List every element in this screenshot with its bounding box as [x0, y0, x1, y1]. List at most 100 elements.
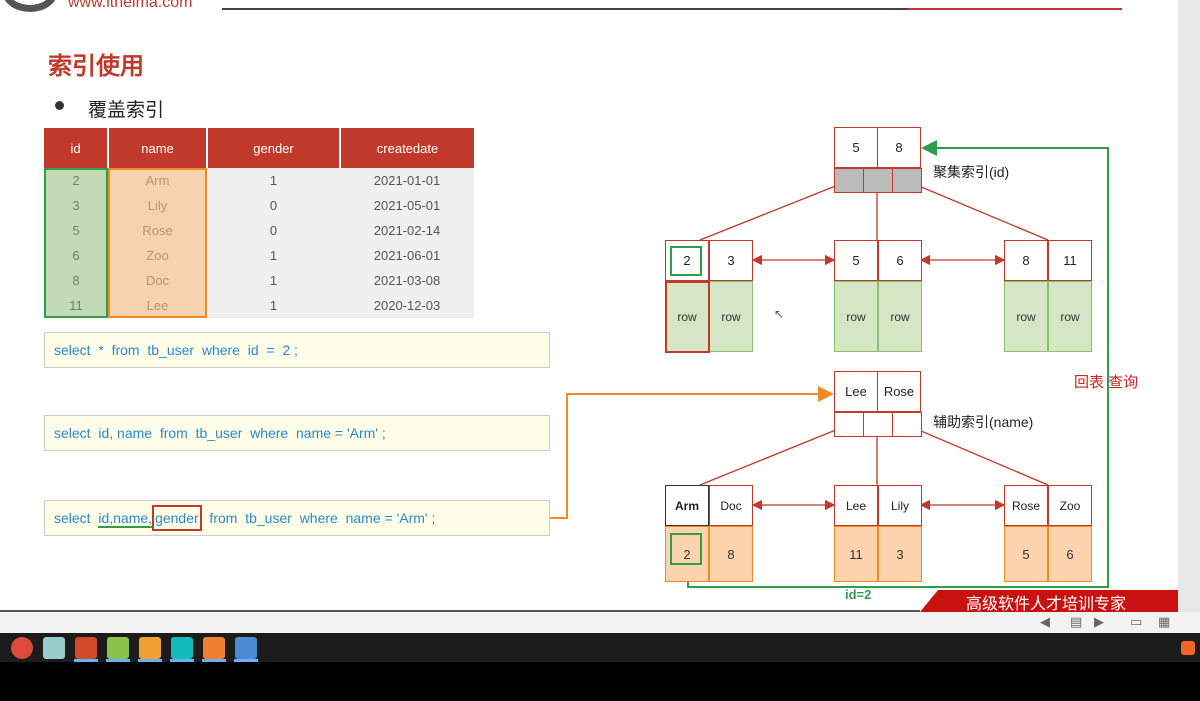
index-key: Lee [834, 371, 878, 412]
leaf-id-value: 3 [878, 526, 922, 582]
leaf-id-value: 5 [1004, 526, 1048, 582]
chrome-icon[interactable] [11, 637, 33, 659]
table-cell: 0 [207, 193, 340, 218]
running-indicator [170, 659, 194, 662]
virtualbox-icon[interactable] [139, 637, 161, 659]
col-header: name [108, 128, 208, 168]
site-url: www.itheima.com [68, 0, 193, 11]
table-cell: 3 [44, 193, 108, 218]
slide: www.itheima.com 索引使用 覆盖索引 id name gender… [0, 0, 1178, 612]
secondary-index-label: 辅助索引(name) [933, 414, 1034, 430]
powerpoint-icon[interactable] [75, 637, 97, 659]
id-eq-label: id=2 [845, 587, 872, 602]
running-indicator [202, 659, 226, 662]
leaf-key: 11 [1048, 240, 1092, 281]
leaf-key: 6 [878, 240, 922, 281]
sql-query-1: select * from tb_user where id = 2 ; [44, 332, 550, 368]
sql-part: from tb_user where name = 'Arm' ; [201, 510, 436, 526]
sql-part: select [54, 510, 99, 526]
sql-uncovered-col: gender [152, 505, 202, 531]
divider-accent [908, 8, 1122, 10]
slide-title: 索引使用 [48, 53, 144, 80]
grid-view-icon[interactable]: ▦ [1158, 614, 1171, 629]
clustered-index-label: 聚集索引(id) [933, 164, 1010, 180]
row-data: row [878, 281, 922, 352]
leaf-key: Doc [709, 485, 753, 526]
row-data: row [709, 281, 753, 352]
taskbar [0, 633, 1200, 662]
sql-query-3: select id,name,gender from tb_user where… [44, 500, 550, 536]
notepad-icon[interactable] [107, 637, 129, 659]
table-cell: 11 [44, 293, 108, 318]
table-cell: 5 [44, 218, 108, 243]
leaf-key: Arm [665, 485, 709, 526]
prev-slide-icon[interactable]: ◀ [1040, 614, 1050, 629]
table-cell: 6 [44, 243, 108, 268]
col-header: id [44, 128, 109, 168]
table-cell: 1 [207, 243, 340, 268]
col-header: gender [207, 128, 341, 168]
table-cell: 2021-01-01 [340, 168, 474, 193]
bullet-text: 覆盖索引 [88, 100, 165, 121]
leaf-key: 3 [709, 240, 753, 281]
scroll-strip [1178, 0, 1200, 612]
leaf-key: 8 [1004, 240, 1048, 281]
index-pointer [863, 412, 893, 437]
ime-icon[interactable] [1181, 641, 1195, 655]
divider [222, 8, 908, 10]
leaf-key: Rose [1004, 485, 1048, 526]
brand-banner: 高级软件人才培训专家 [920, 590, 1178, 612]
index-key: 8 [877, 127, 921, 168]
presentation-status-bar: ◀ ▤ ▶ ▭ ▦ [0, 612, 1200, 633]
leaf-id-value: 6 [1048, 526, 1092, 582]
next-slide-icon[interactable]: ▶ [1094, 614, 1104, 629]
lookup-label: 回表 查询 [1074, 374, 1139, 391]
sublime-icon[interactable] [203, 637, 225, 659]
running-indicator [74, 659, 98, 662]
index-key: Rose [877, 371, 921, 412]
row-highlight [665, 281, 710, 353]
index-key: 5 [834, 127, 878, 168]
leaf-key: Lily [878, 485, 922, 526]
leaf-id-value: 11 [834, 526, 878, 582]
running-indicator [138, 659, 162, 662]
index-pointer [892, 168, 922, 193]
key-highlight [670, 246, 702, 276]
table-cell: 8 [44, 268, 108, 293]
index-pointer [834, 168, 864, 193]
table-cell: 1 [207, 168, 340, 193]
running-indicator [234, 659, 258, 662]
row-data: row [1004, 281, 1048, 352]
normal-view-icon[interactable]: ▭ [1130, 614, 1143, 629]
table-cell: 1 [207, 268, 340, 293]
table-cell: 2021-02-14 [340, 218, 474, 243]
row-data: row [834, 281, 878, 352]
sql-covered-cols: id,name, [98, 510, 153, 528]
name-column-highlight [108, 168, 207, 318]
row-data: row [1048, 281, 1092, 352]
tree-connectors [550, 140, 1109, 588]
index-pointer [834, 412, 864, 437]
notes-icon[interactable]: ▤ [1070, 614, 1083, 629]
col-header: createdate [340, 128, 474, 168]
sql-query-2: select id, name from tb_user where name … [44, 415, 550, 451]
paint-icon[interactable] [43, 637, 65, 659]
table-cell: 2 [44, 168, 108, 193]
index-pointer [892, 412, 922, 437]
leaf-id-value: 8 [709, 526, 753, 582]
running-indicator [106, 659, 130, 662]
table-cell: 2021-06-01 [340, 243, 474, 268]
table-cell: 2020-12-03 [340, 293, 474, 318]
leaf-key: 5 [834, 240, 878, 281]
mouse-cursor-icon: ↖ [774, 307, 785, 321]
datagrip-icon[interactable] [171, 637, 193, 659]
value-highlight [670, 533, 702, 565]
id-column-highlight [44, 168, 108, 318]
leaf-key: Lee [834, 485, 878, 526]
table-cell: 2021-03-08 [340, 268, 474, 293]
index-pointer [863, 168, 893, 193]
remote-desktop-icon[interactable] [235, 637, 257, 659]
table-cell: 0 [207, 218, 340, 243]
leaf-key: Zoo [1048, 485, 1092, 526]
table-cell: 1 [207, 293, 340, 318]
